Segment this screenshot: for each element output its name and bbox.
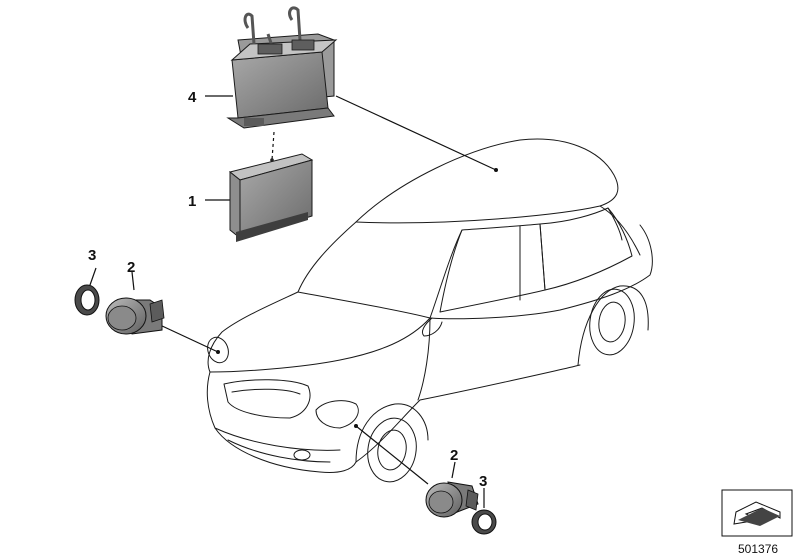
callout-part-2-front[interactable]: 2 bbox=[127, 259, 135, 276]
callout-part-4[interactable]: 4 bbox=[188, 89, 197, 106]
part-3-ring-rear[interactable] bbox=[471, 509, 497, 535]
leader-part-2-rear bbox=[451, 461, 456, 479]
part-2-sensor-front[interactable] bbox=[105, 297, 165, 335]
leader-front-sensor bbox=[159, 324, 219, 353]
reference-number: 501376 bbox=[738, 542, 778, 556]
callout-part-1[interactable]: 1 bbox=[188, 193, 196, 210]
leader-module-link bbox=[271, 131, 275, 161]
mount-point-front bbox=[216, 350, 220, 354]
leader-part-2-front bbox=[131, 271, 135, 291]
mount-point-side bbox=[354, 424, 358, 428]
leader-lines bbox=[89, 95, 497, 508]
part-2-sensor-rear[interactable] bbox=[425, 481, 479, 518]
part-1-control-module[interactable] bbox=[228, 153, 314, 242]
leader-roof-mount bbox=[335, 95, 497, 171]
leader-rear-sensor bbox=[355, 425, 429, 485]
reference-box: 501376 bbox=[721, 489, 793, 556]
callout-part-3-rear[interactable]: 3 bbox=[479, 473, 487, 490]
car-outline bbox=[206, 138, 653, 483]
leader-part-3-front bbox=[89, 267, 97, 286]
part-4-bracket[interactable] bbox=[226, 6, 338, 129]
callout-part-2-rear[interactable]: 2 bbox=[450, 447, 458, 464]
part-3-ring-front[interactable] bbox=[74, 284, 100, 316]
callout-part-3-front[interactable]: 3 bbox=[88, 247, 96, 264]
mount-point-roof bbox=[494, 168, 498, 172]
